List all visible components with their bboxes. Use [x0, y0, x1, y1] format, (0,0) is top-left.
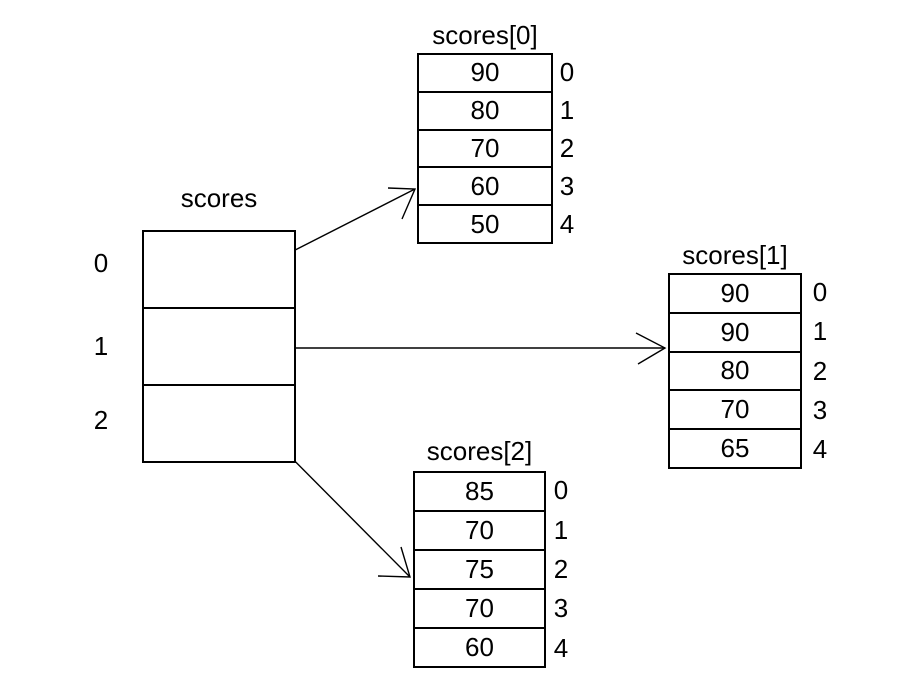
scores-array-index-0: 0: [93, 248, 109, 278]
scores2-index-2: 2: [553, 554, 569, 585]
scores2-value-1: 70: [415, 510, 544, 549]
scores0-table: 90 80 70 60 50: [417, 53, 553, 244]
scores1-indices: 0 1 2 3 4: [805, 273, 835, 469]
scores0-value-3: 60: [419, 166, 551, 204]
scores0-index-0: 0: [559, 56, 575, 87]
scores0-title: scores[0]: [432, 20, 538, 50]
scores-array-index-1: 1: [93, 331, 109, 361]
scores2-indices: 0 1 2 3 4: [546, 471, 576, 668]
scores1-index-1: 1: [812, 316, 828, 347]
scores0-indices: 0 1 2 3 4: [552, 53, 582, 244]
scores1-index-3: 3: [812, 394, 828, 425]
scores-array-title: scores: [180, 183, 258, 213]
scores2-title: scores[2]: [426, 436, 533, 466]
scores1-table: 90 90 80 70 65: [668, 273, 802, 469]
scores2-table: 85 70 75 70 60: [413, 471, 546, 668]
scores1-index-2: 2: [812, 355, 828, 386]
scores0-index-1: 1: [559, 94, 575, 125]
scores0-index-4: 4: [559, 209, 575, 240]
scores1-index-0: 0: [812, 277, 828, 308]
scores2-value-2: 75: [415, 549, 544, 588]
scores2-index-0: 0: [553, 475, 569, 506]
scores-array: [142, 230, 296, 463]
scores-array-cell-0: [144, 232, 294, 307]
scores-array-cell-1: [144, 307, 294, 384]
scores0-value-1: 80: [419, 90, 551, 129]
scores2-value-3: 70: [415, 588, 544, 627]
scores1-value-1: 90: [670, 311, 800, 351]
scores2-index-1: 1: [553, 514, 569, 545]
scores1-value-4: 65: [670, 428, 800, 467]
scores2-value-4: 60: [415, 627, 544, 666]
scores0-index-3: 3: [559, 171, 575, 202]
scores2-index-3: 3: [553, 593, 569, 624]
scores1-value-2: 80: [670, 350, 800, 390]
scores2-index-4: 4: [553, 632, 569, 663]
scores0-value-0: 90: [470, 57, 500, 88]
scores-array-cell-2: [144, 384, 294, 461]
pointer-arrow-1: [253, 332, 667, 365]
scores0-value-2: 70: [419, 128, 551, 167]
scores1-index-4: 4: [812, 433, 828, 464]
scores-array-index-2: 2: [93, 405, 109, 435]
scores1-title: scores[1]: [682, 240, 788, 270]
scores0-index-2: 2: [559, 133, 575, 163]
scores2-value-0: 85: [465, 476, 494, 506]
scores1-value-0: 90: [720, 277, 750, 308]
scores1-value-3: 70: [670, 389, 800, 428]
scores0-value-4: 50: [419, 204, 551, 242]
